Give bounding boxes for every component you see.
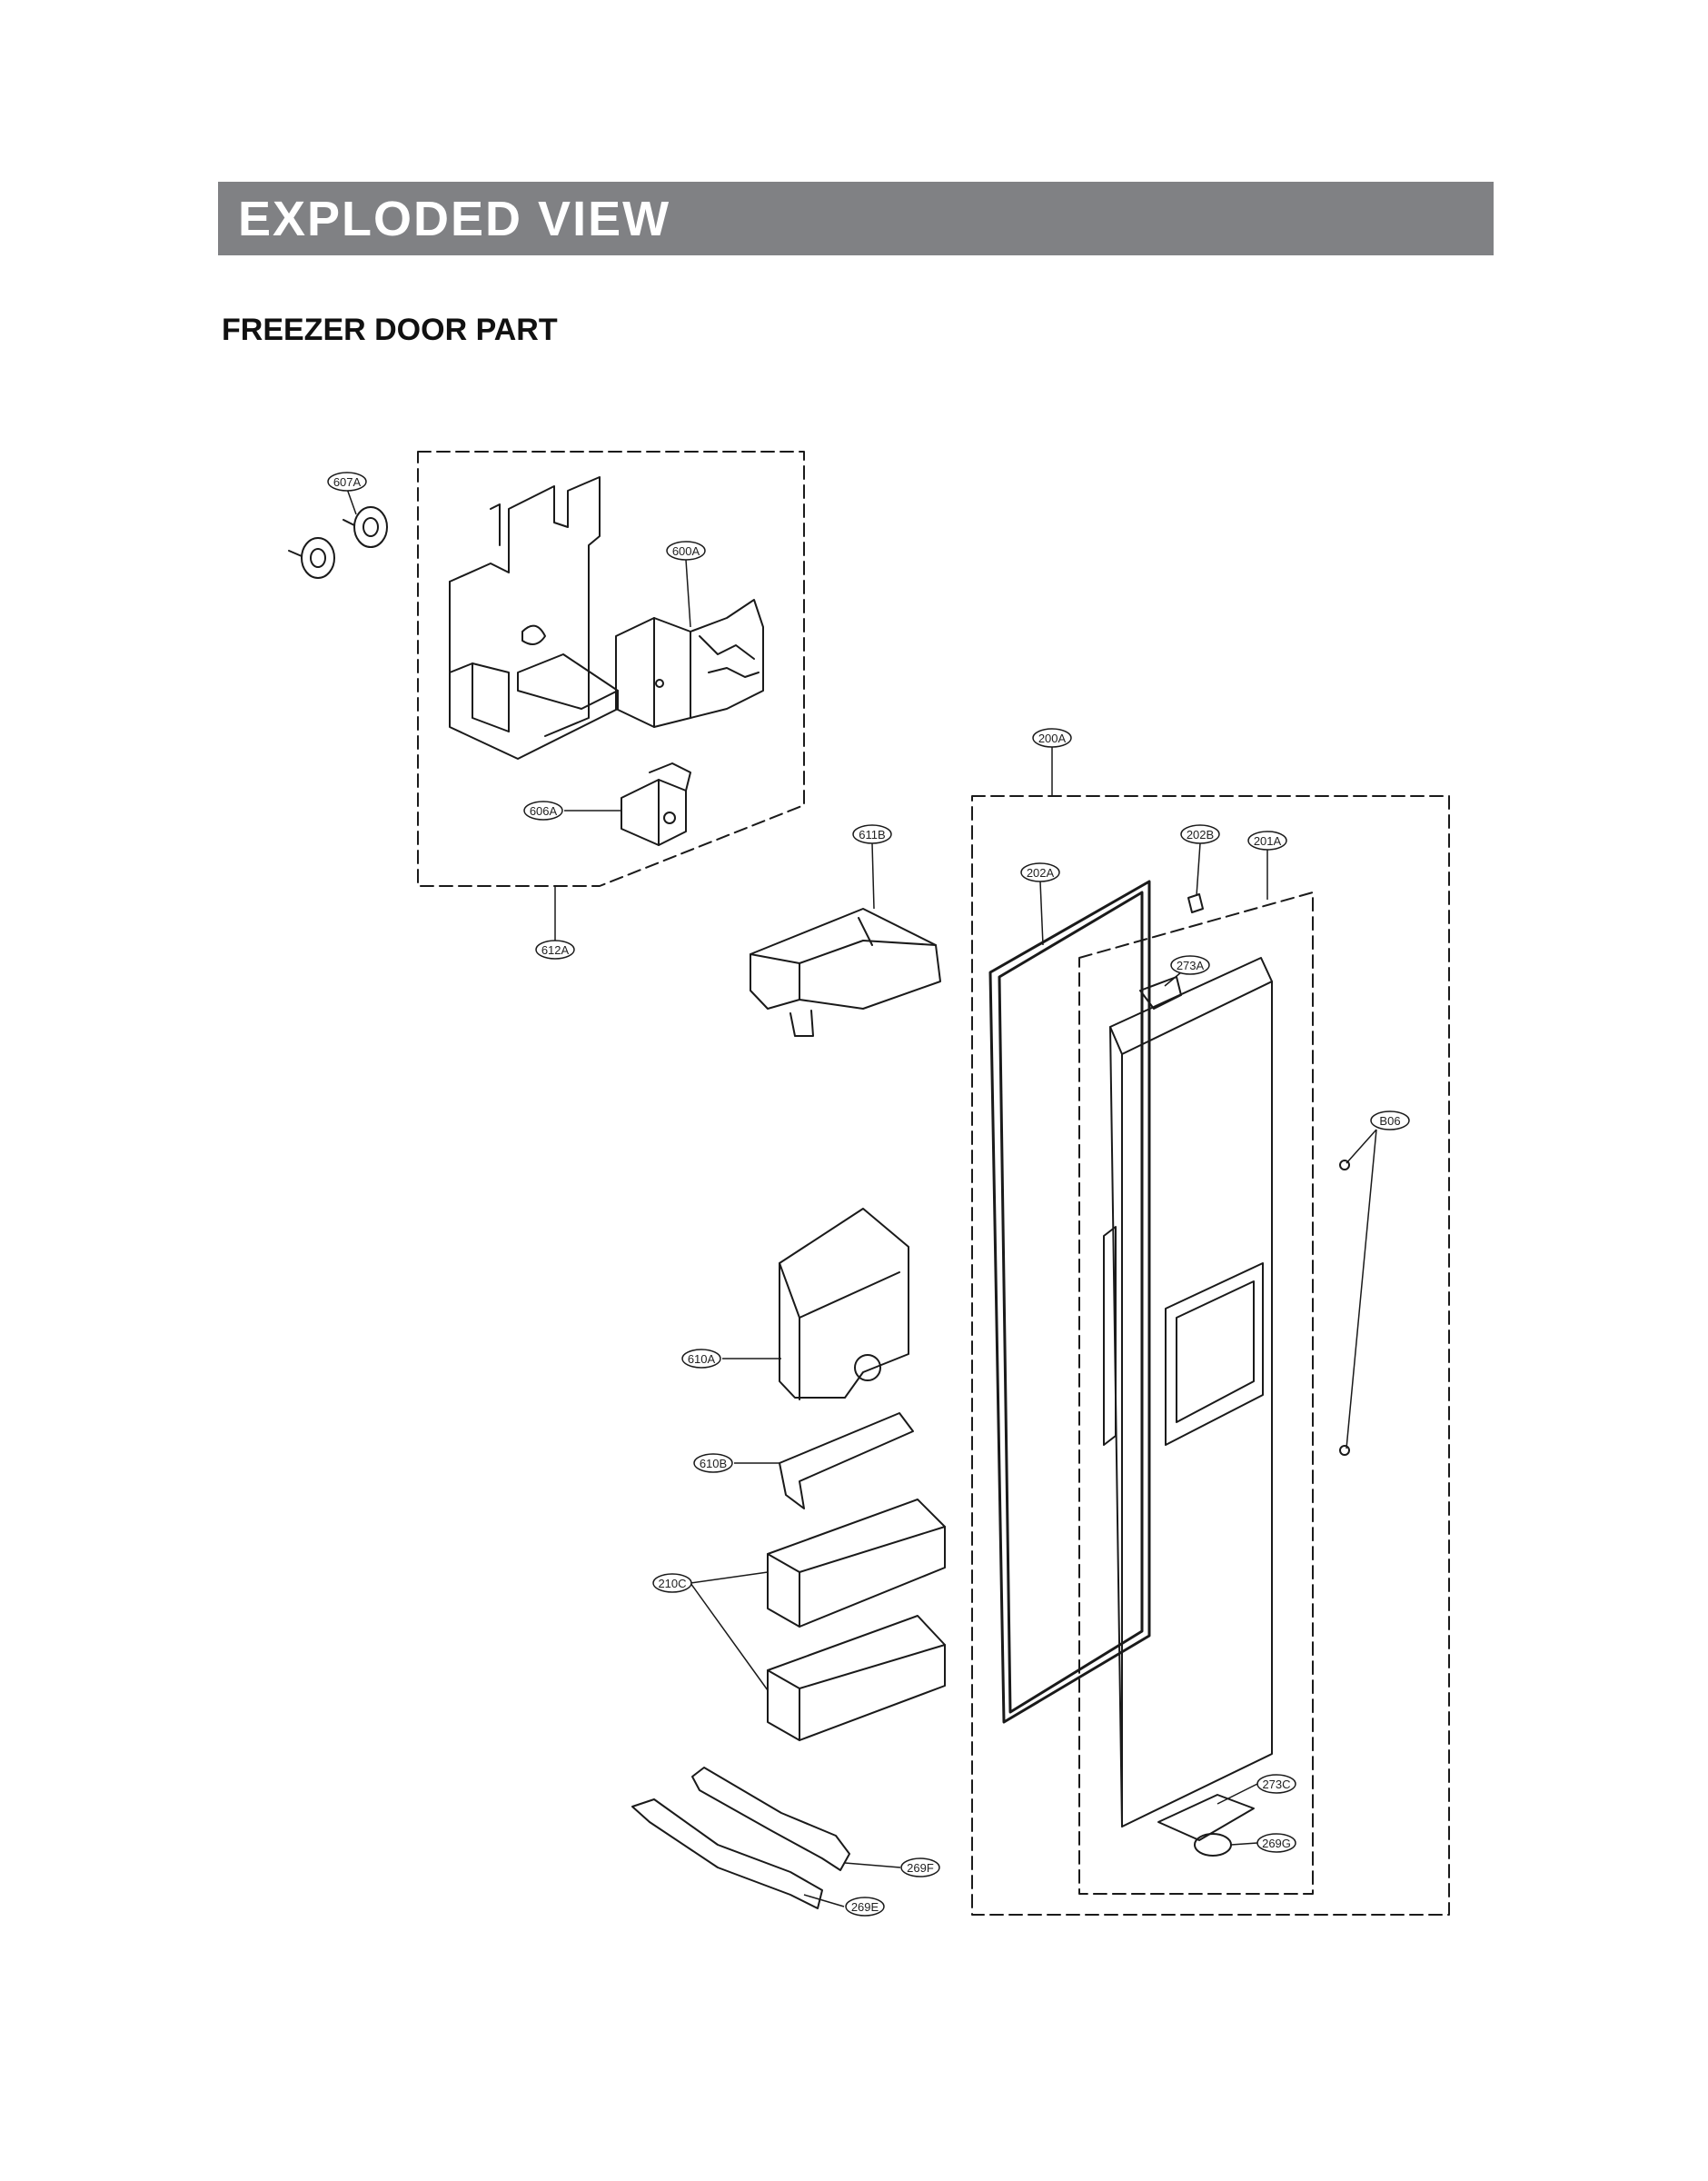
door-assembly-box	[971, 795, 1450, 1916]
callout-273A: 273A	[1170, 955, 1210, 975]
callout-label: 210C	[658, 1577, 686, 1590]
page-title: EXPLODED VIEW	[238, 191, 671, 246]
callout-label: 610A	[688, 1352, 716, 1366]
callout-607A: 607A	[327, 472, 367, 492]
callout-600A: 600A	[666, 541, 706, 561]
callout-label: 202A	[1027, 866, 1055, 880]
callout-label: 200A	[1038, 732, 1067, 745]
callout-label: 607A	[333, 475, 362, 489]
callout-label: 611B	[859, 828, 885, 842]
door-inner-box	[1078, 891, 1314, 1895]
header-bar: EXPLODED VIEW	[218, 182, 1494, 255]
cover-part	[750, 908, 941, 1037]
callout-269F: 269F	[900, 1857, 940, 1877]
callout-610B: 610B	[693, 1453, 733, 1473]
guide-bracket-part	[779, 1412, 914, 1509]
callout-label: 269G	[1262, 1837, 1291, 1850]
callout-label: 273C	[1262, 1778, 1290, 1791]
hinge-bottom-part	[1157, 1794, 1255, 1841]
callout-611B: 611B	[852, 824, 892, 844]
callout-group: 607A 600A 606A 612A 611B 200A 202B 201A …	[327, 472, 1410, 1917]
callout-612A: 612A	[535, 940, 575, 960]
ice-bin-part	[779, 1208, 909, 1400]
ice-maker-part	[615, 599, 764, 728]
callout-269G: 269G	[1256, 1833, 1296, 1853]
callout-label: 201A	[1254, 834, 1282, 848]
door-panel-part	[1103, 957, 1273, 1827]
screw-part	[1339, 1160, 1350, 1456]
callout-201A: 201A	[1247, 831, 1287, 851]
small-block-part	[1187, 893, 1204, 913]
gasket-part	[988, 880, 1151, 1724]
duct-part	[631, 1767, 850, 1909]
callout-B06: B06	[1370, 1110, 1410, 1130]
callout-label: 273A	[1177, 959, 1205, 972]
motor-part	[621, 762, 691, 846]
cam-part	[1194, 1833, 1232, 1857]
callout-202A: 202A	[1020, 862, 1060, 882]
callout-202B: 202B	[1180, 824, 1220, 844]
section-title: FREEZER DOOR PART	[222, 313, 558, 347]
roller-part	[288, 506, 388, 579]
callout-label: 612A	[541, 943, 570, 957]
callout-606A: 606A	[523, 801, 563, 821]
callout-label: 600A	[672, 544, 700, 558]
callout-210C: 210C	[652, 1573, 692, 1593]
door-basket-part	[767, 1499, 946, 1741]
callout-label: 202B	[1187, 828, 1214, 842]
callout-610A: 610A	[681, 1349, 721, 1369]
callout-label: 610B	[700, 1457, 727, 1470]
callout-200A: 200A	[1032, 728, 1072, 748]
callout-269E: 269E	[845, 1897, 885, 1917]
callout-label: 269E	[851, 1900, 879, 1914]
callout-label: 606A	[530, 804, 558, 818]
ice-maker-bracket-part	[449, 476, 619, 760]
callout-273C: 273C	[1256, 1774, 1296, 1794]
callout-label: B06	[1379, 1114, 1400, 1128]
ice-maker-assembly-box	[417, 451, 805, 887]
callout-label: 269F	[907, 1861, 934, 1875]
